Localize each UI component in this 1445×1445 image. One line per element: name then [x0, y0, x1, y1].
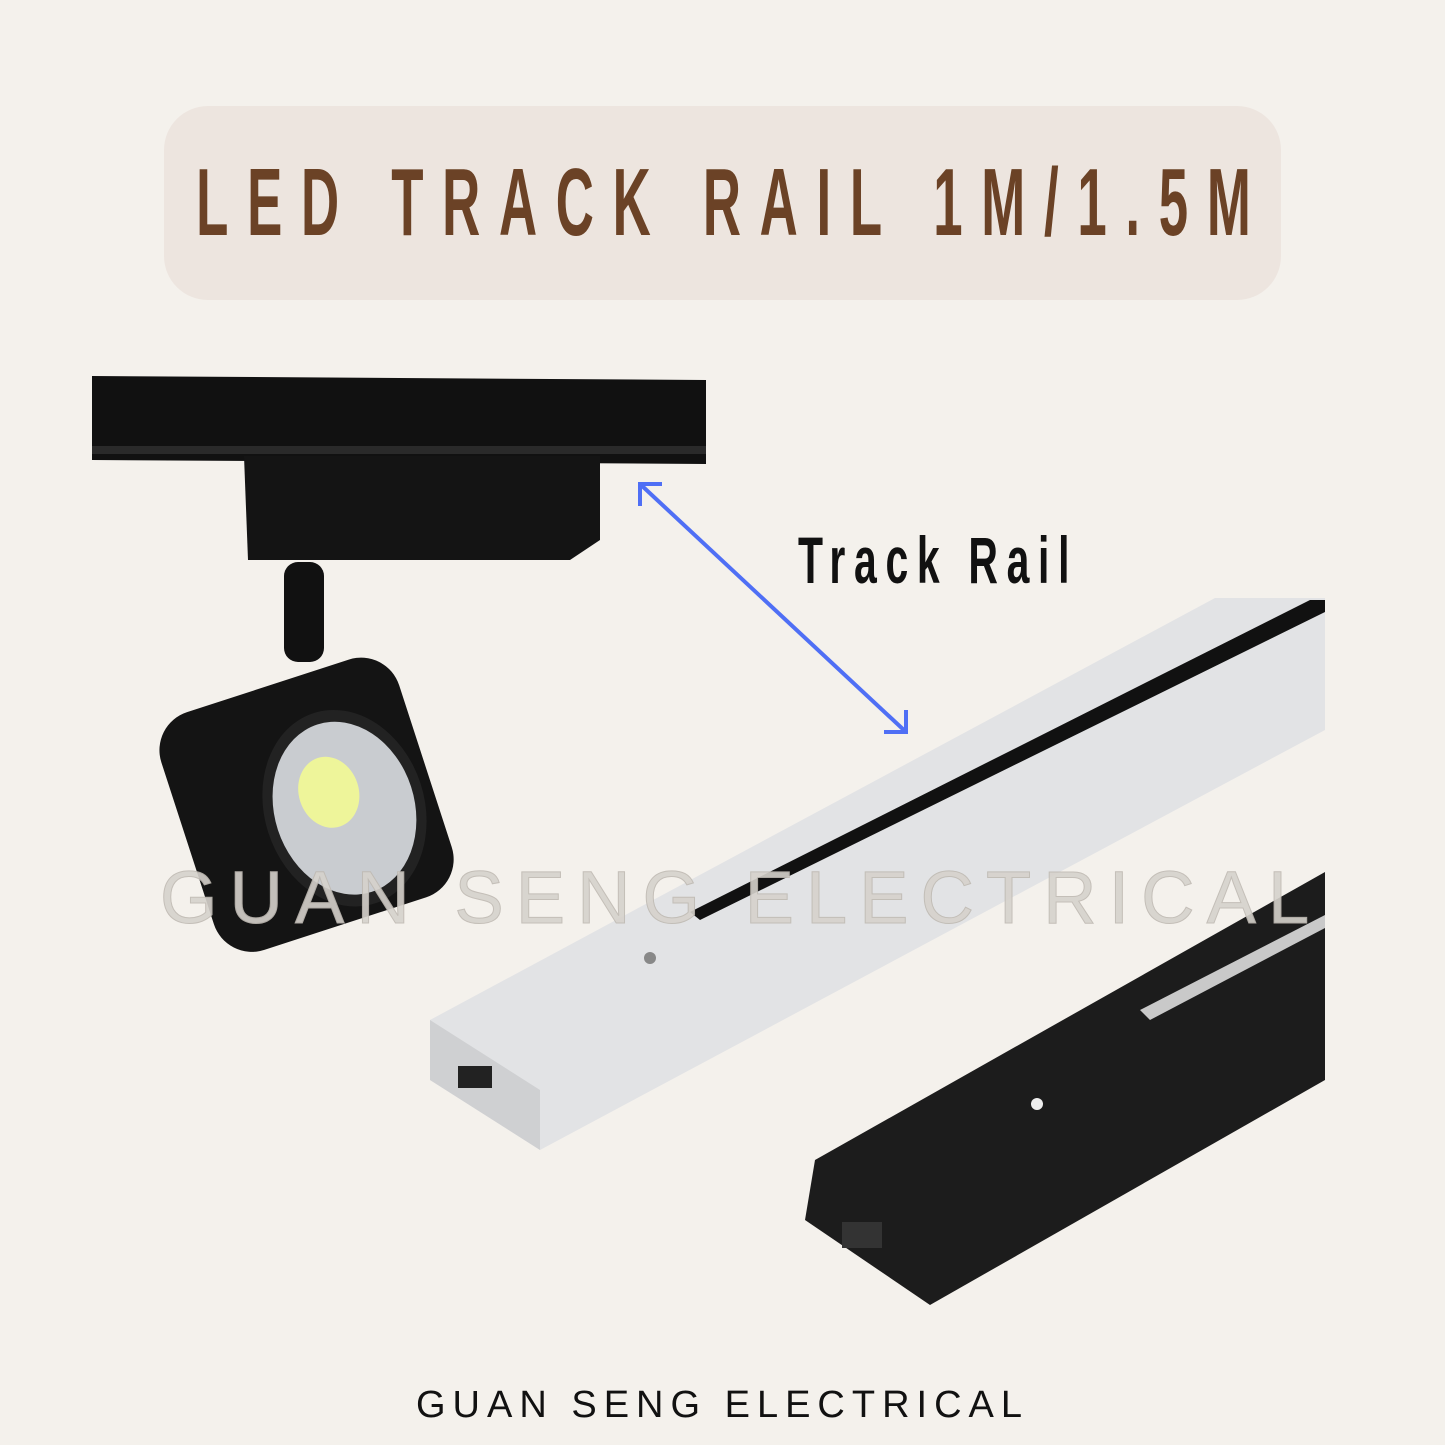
watermark: GUAN SENG ELECTRICAL: [159, 856, 1322, 940]
track-rail-label: Track Rail: [798, 523, 1079, 597]
double-arrow-icon: [638, 482, 908, 734]
track-spotlight-image: [92, 376, 706, 952]
title-banner: LED TRACK RAIL 1M/1.5M: [164, 106, 1281, 300]
page-title: LED TRACK RAIL 1M/1.5M: [195, 149, 1270, 256]
footer-brand: GUAN SENG ELECTRICAL: [416, 1384, 1029, 1426]
white-track-rail-image: [430, 598, 1325, 1150]
black-track-rail-image: [805, 872, 1325, 1305]
